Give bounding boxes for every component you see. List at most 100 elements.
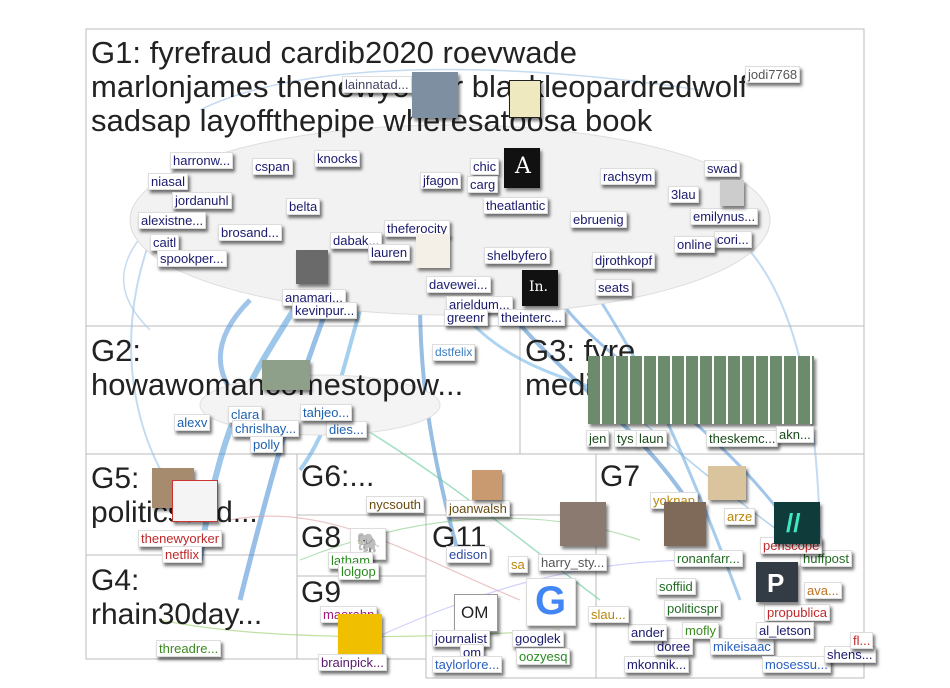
book-cover-image[interactable]: [509, 80, 541, 118]
node[interactable]: 3lau: [668, 186, 699, 203]
node[interactable]: nycsouth: [366, 496, 425, 513]
node[interactable]: brainpick...: [318, 654, 387, 671]
node[interactable]: tys: [614, 430, 637, 447]
node[interactable]: joanwalsh: [446, 500, 510, 517]
node[interactable]: shens...: [824, 646, 876, 663]
group-title-g9: G9: [301, 576, 342, 609]
node[interactable]: chic: [470, 158, 500, 175]
brainpickings-image[interactable]: [338, 614, 382, 658]
node[interactable]: knocks: [314, 150, 361, 167]
google-logo[interactable]: G: [526, 578, 576, 626]
node[interactable]: lauren: [368, 244, 411, 261]
node[interactable]: harry_sty...: [538, 554, 608, 571]
group-title-g4: G4: rhain30day...: [91, 564, 263, 631]
node[interactable]: ebruenig: [570, 211, 627, 228]
edge: [418, 299, 462, 561]
node[interactable]: davewei...: [426, 276, 491, 293]
node[interactable]: emilynus...: [690, 208, 759, 225]
node[interactable]: dstfelix: [432, 344, 476, 361]
node[interactable]: arze: [724, 508, 756, 525]
node[interactable]: oozyesq: [516, 648, 571, 665]
node[interactable]: ander: [628, 624, 668, 641]
node[interactable]: seats: [595, 279, 633, 296]
node[interactable]: cspan: [252, 158, 293, 175]
node[interactable]: tahjeo...: [300, 404, 353, 421]
node[interactable]: laun: [636, 430, 667, 447]
node[interactable]: akn...: [776, 426, 814, 443]
avatar-image[interactable]: [472, 470, 502, 500]
node[interactable]: polly: [250, 436, 283, 453]
newyorker-logo[interactable]: [172, 480, 218, 522]
node[interactable]: anamari...: [282, 289, 346, 306]
avatar-image[interactable]: [708, 466, 746, 500]
node[interactable]: ronanfarr...: [674, 550, 743, 567]
node[interactable]: niasal: [148, 173, 188, 190]
group-title-g8: G8: [301, 521, 342, 554]
node[interactable]: fl...: [850, 632, 874, 649]
om-logo[interactable]: OM: [454, 594, 498, 632]
node[interactable]: chrislhay...: [232, 420, 300, 437]
avatar-image[interactable]: [296, 250, 328, 284]
node[interactable]: caitl: [150, 234, 180, 251]
avatar-image[interactable]: [720, 180, 744, 206]
node[interactable]: alexv: [174, 414, 211, 431]
node[interactable]: greenr: [444, 309, 488, 326]
node[interactable]: theferocity: [384, 220, 450, 237]
node[interactable]: propublica: [764, 604, 830, 621]
node[interactable]: threadre...: [156, 640, 222, 657]
node[interactable]: googlek: [512, 630, 564, 647]
huffpost-logo[interactable]: //: [774, 502, 820, 544]
node[interactable]: jen: [586, 430, 610, 447]
node[interactable]: rachsym: [600, 168, 656, 185]
node[interactable]: belta: [286, 198, 321, 215]
node[interactable]: brosand...: [218, 224, 282, 241]
node[interactable]: lainnatad...: [342, 76, 412, 93]
group-title-g7: G7: [600, 460, 641, 493]
node[interactable]: harronw...: [170, 152, 234, 169]
node[interactable]: swad: [704, 160, 741, 177]
node[interactable]: djrothkopf: [592, 252, 656, 269]
edge: [159, 619, 561, 638]
node[interactable]: jfagon: [420, 172, 462, 189]
node[interactable]: jodi7768: [745, 66, 801, 83]
avatar-image[interactable]: [664, 502, 706, 546]
node[interactable]: netflix: [162, 546, 202, 563]
node[interactable]: theatlantic: [483, 197, 549, 214]
node[interactable]: politicspr: [664, 600, 722, 617]
avatar-image[interactable]: [560, 502, 606, 546]
node[interactable]: carg: [467, 176, 499, 193]
propublica-logo[interactable]: P: [756, 562, 798, 602]
node[interactable]: sa: [508, 556, 528, 573]
avatar-image[interactable]: [412, 72, 458, 118]
node[interactable]: lolgop: [338, 563, 379, 580]
node[interactable]: mkonnik...: [624, 656, 690, 673]
node[interactable]: shelbyfero: [484, 247, 550, 264]
node[interactable]: huffpost: [800, 550, 853, 567]
node[interactable]: thenewyorker: [138, 530, 223, 547]
node[interactable]: cori...: [714, 231, 752, 248]
node[interactable]: arieldum...: [446, 296, 513, 313]
node[interactable]: dies...: [326, 421, 367, 438]
edge: [369, 559, 701, 641]
node[interactable]: edison: [446, 546, 491, 563]
node[interactable]: mosessu...: [762, 656, 831, 673]
node[interactable]: slau...: [588, 606, 629, 623]
node[interactable]: ava...: [804, 582, 842, 599]
node[interactable]: theinterc...: [498, 309, 565, 326]
node[interactable]: online: [674, 236, 715, 253]
node[interactable]: mofly: [682, 622, 720, 639]
node[interactable]: kevinpur...: [292, 302, 358, 319]
atlantic-logo[interactable]: A: [504, 148, 540, 188]
node[interactable]: taylorlore...: [432, 656, 503, 673]
node[interactable]: theskemc...: [706, 430, 779, 447]
node[interactable]: soffiid: [656, 578, 696, 595]
avatar-image[interactable]: [262, 360, 310, 390]
node[interactable]: al_letson: [756, 622, 815, 639]
node[interactable]: jordanuhl: [172, 192, 232, 209]
node[interactable]: doree: [654, 638, 694, 655]
node[interactable]: alexistne...: [138, 212, 207, 229]
intercept-logo[interactable]: In.: [522, 270, 558, 306]
node[interactable]: mikeisaac: [710, 638, 774, 655]
avatar-image[interactable]: [416, 234, 450, 268]
node[interactable]: spookper...: [157, 250, 227, 267]
